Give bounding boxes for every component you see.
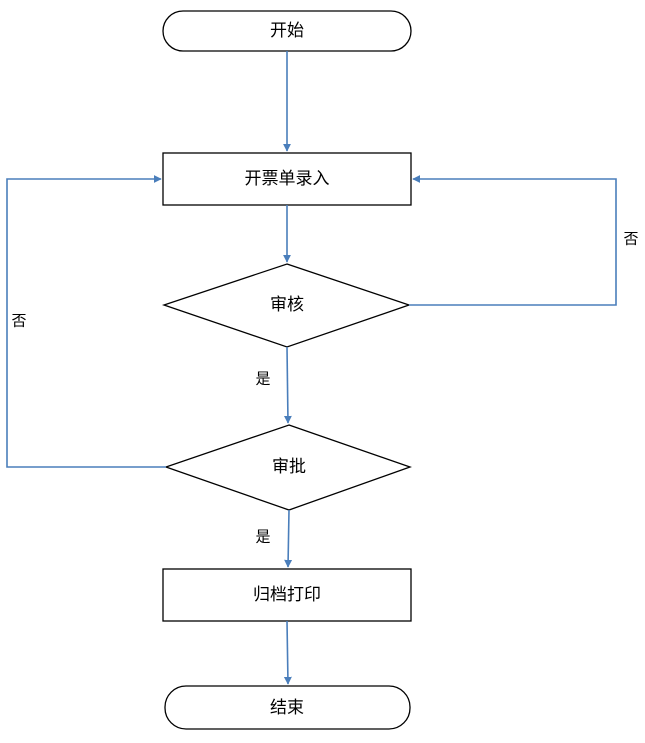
edge-archive-to-end	[283, 620, 292, 685]
start-node: 开始	[162, 10, 412, 52]
entry-process-shape	[162, 152, 412, 206]
approve-yes-label: 是	[255, 528, 270, 546]
review-node: 审核	[161, 263, 412, 348]
approve-node: 审批	[164, 424, 412, 511]
entry-label: 开票单录入	[245, 169, 330, 189]
archive-label: 归档打印	[253, 585, 321, 605]
start-label: 开始	[270, 21, 304, 41]
edge-review-no-to-entry	[409, 175, 617, 306]
end-label: 结束	[270, 698, 304, 718]
approve-label: 审批	[272, 457, 306, 477]
end-terminal-shape	[164, 685, 411, 730]
edge-approve-no-to-entry	[6, 175, 166, 468]
edge-review-yes-to-approve	[283, 346, 292, 424]
archive-node: 归档打印	[162, 568, 412, 622]
review-no-label: 否	[623, 230, 638, 248]
edge-approve-yes-to-archive	[284, 509, 293, 568]
end-node: 结束	[164, 685, 411, 730]
review-yes-label: 是	[255, 370, 270, 388]
archive-process-shape	[162, 568, 412, 622]
approve-no-label: 否	[11, 312, 26, 330]
review-label: 审核	[270, 295, 304, 315]
entry-node: 开票单录入	[162, 152, 412, 206]
